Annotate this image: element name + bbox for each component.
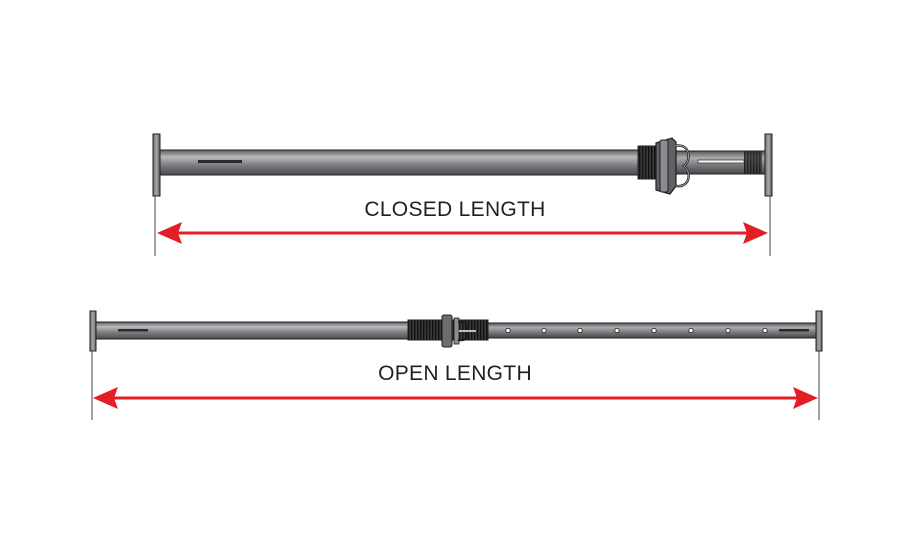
open-arrow-right-head xyxy=(793,387,818,409)
adjustment-hole xyxy=(505,327,511,334)
open-length-label: OPEN LENGTH xyxy=(378,362,532,385)
open-inner-slot xyxy=(779,329,809,332)
open-prop xyxy=(89,310,823,352)
closed-inner-slot xyxy=(697,159,745,164)
adjustment-hole xyxy=(577,327,583,334)
closed-prop xyxy=(152,133,773,197)
closed-tube-slot xyxy=(198,160,242,163)
adjustment-hole xyxy=(614,327,620,334)
adjustment-hole xyxy=(688,327,694,334)
closed-length-label: CLOSED LENGTH xyxy=(364,198,545,221)
closed-length-dimension: CLOSED LENGTH xyxy=(154,196,771,256)
closed-left-base-plate xyxy=(152,133,161,197)
open-length-dimension: OPEN LENGTH xyxy=(91,351,820,420)
open-tube-slot xyxy=(118,329,148,332)
open-right-base-plate xyxy=(815,310,823,352)
closed-arrow-left-head xyxy=(157,222,182,244)
adjustment-hole xyxy=(762,327,768,334)
closed-thread-ridges xyxy=(744,151,762,174)
open-left-base-plate xyxy=(89,310,97,352)
closed-collar-nut xyxy=(655,137,690,195)
open-inner-tube-holes xyxy=(505,327,768,334)
adjustment-hole xyxy=(725,327,731,334)
open-arrow-left-head xyxy=(93,387,118,409)
open-collar-nut xyxy=(441,314,476,348)
closed-arrow-right-head xyxy=(743,222,768,244)
closed-right-base-plate xyxy=(764,133,773,197)
adjustment-hole xyxy=(541,327,547,334)
adjustment-hole xyxy=(651,327,657,334)
